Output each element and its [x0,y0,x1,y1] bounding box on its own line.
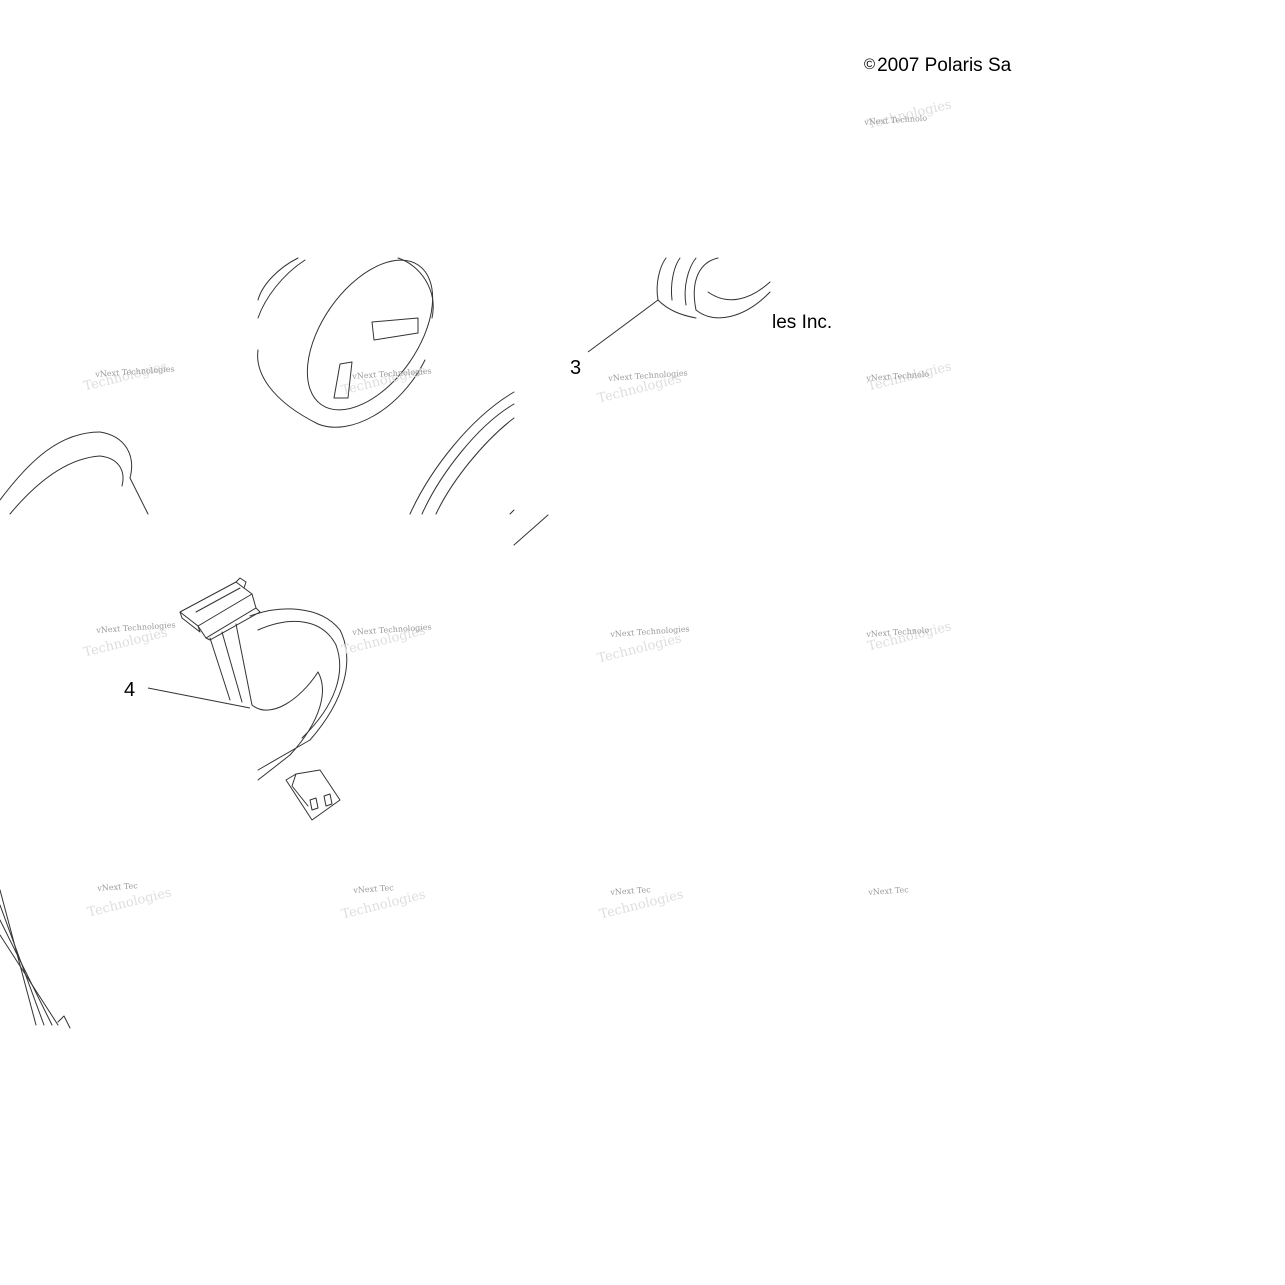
callout-4: 4 [124,679,136,701]
band-part [0,431,149,515]
gauge-part [257,257,434,428]
leader-line-4 [147,687,251,709]
copyright-notice: ©2007 Polaris Sa [864,55,1011,77]
leader-line-3 [587,299,659,353]
copyright-notice-tail: les Inc. [772,312,833,333]
switch-harness-part [179,577,348,821]
copyright-text: 2007 Polaris Sa [877,55,1012,76]
copyright-symbol: © [864,56,876,73]
callout-3: 3 [570,357,582,379]
harness-loop-part [656,257,771,319]
wire-bundle-part [0,889,71,1029]
band-part-2 [409,391,549,546]
